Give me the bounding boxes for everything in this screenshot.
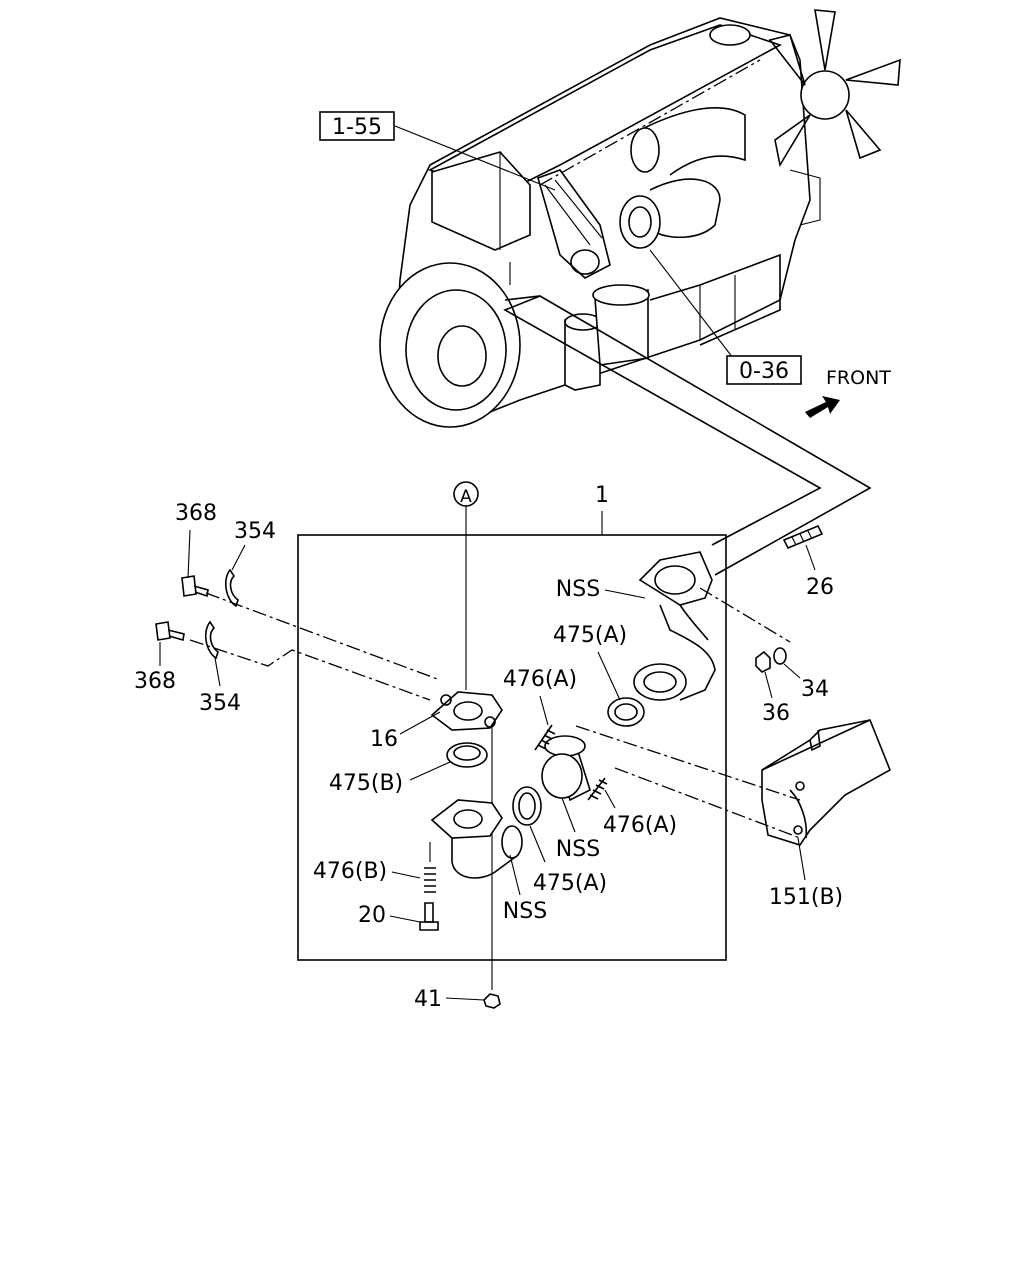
label-41: 41 [414, 987, 442, 1012]
ref-label-1-55: 1-55 [332, 115, 382, 140]
label-nss-lower: NSS [503, 899, 547, 924]
label-368-upper: 368 [175, 501, 217, 526]
label-476b: 476(B) [313, 859, 387, 884]
label-475a-upper: 475(A) [553, 623, 627, 648]
elbow-pipe-lower[interactable] [430, 799, 523, 879]
label-368-lower: 368 [134, 669, 176, 694]
label-476a-right: 476(A) [603, 813, 677, 838]
label-26: 26 [806, 575, 834, 600]
label-20: 20 [358, 903, 386, 928]
front-arrow-icon [805, 396, 840, 418]
seal-ring-475b[interactable]: 475(B) [329, 742, 488, 796]
label-16: 16 [370, 727, 398, 752]
spring-476a-right[interactable]: 476(A) [587, 777, 677, 838]
stud-26[interactable]: 26 [782, 524, 834, 600]
vertical-axis-line [465, 506, 493, 990]
label-nss-middle: NSS [556, 837, 600, 862]
front-label: FRONT [826, 367, 891, 389]
front-direction-indicator: FRONT [805, 367, 891, 418]
engine-illustration [379, 9, 901, 428]
label-1: 1 [595, 483, 609, 508]
label-34: 34 [801, 677, 829, 702]
elbow-pipe-upper[interactable]: NSS [556, 551, 716, 701]
label-354-lower: 354 [199, 691, 241, 716]
label-475b: 475(B) [329, 771, 403, 796]
label-354-upper: 354 [234, 519, 276, 544]
engine-to-parts-leader [503, 295, 872, 576]
bolt-20[interactable]: 20 [358, 902, 439, 931]
washer-34[interactable]: 34 [773, 647, 829, 702]
clamp-354-lower[interactable]: 354 [199, 620, 241, 716]
label-476a-upper: 476(A) [503, 667, 577, 692]
bolt-368-lower[interactable]: 368 [134, 621, 185, 694]
straight-pipe-nss[interactable]: NSS [541, 735, 600, 862]
label-475a-lower: 475(A) [533, 871, 607, 896]
cooling-fan [768, 9, 901, 168]
ref-box-1-55[interactable]: 1-55 [319, 111, 395, 141]
seal-ring-475a-lower[interactable]: 475(A) [512, 786, 607, 896]
ref-label-0-36: 0-36 [739, 359, 789, 384]
nut-36[interactable]: 36 [755, 650, 790, 726]
label-36: 36 [762, 701, 790, 726]
nut-41[interactable]: 41 [414, 987, 501, 1012]
spring-476a-upper[interactable]: 476(A) [503, 667, 577, 751]
ref-box-0-36[interactable]: 0-36 [726, 355, 802, 385]
flange-16[interactable]: 16 [370, 691, 503, 752]
detail-ref-a: A [453, 481, 479, 507]
clamp-354-upper[interactable]: 354 [224, 519, 276, 608]
detail-ref-a-label: A [460, 487, 472, 507]
bolt-368-upper[interactable]: 368 [175, 501, 217, 598]
label-151b: 151(B) [769, 885, 843, 910]
assembly-frame [297, 534, 727, 961]
spring-476b[interactable]: 476(B) [313, 842, 436, 893]
label-nss-upper: NSS [556, 577, 600, 602]
seal-ring-475a-upper[interactable]: 475(A) [553, 623, 645, 727]
heat-shield-151b[interactable]: 151(B) [761, 719, 892, 910]
